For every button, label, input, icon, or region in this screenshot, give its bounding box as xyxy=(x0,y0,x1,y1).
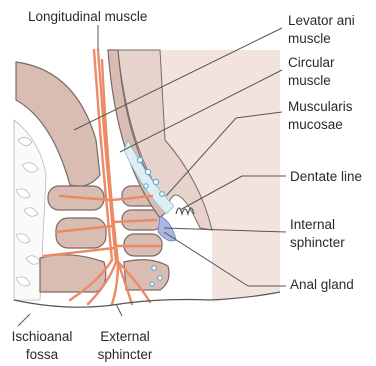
label-internal-1: Internal xyxy=(290,216,335,233)
label-circular-2: muscle xyxy=(288,72,331,89)
label-circular-1: Circular xyxy=(288,54,335,71)
label-external-2: sphincter xyxy=(86,346,164,363)
label-anal-gland: Anal gland xyxy=(290,276,354,293)
label-external-1: External xyxy=(88,328,162,345)
label-longitudinal-muscle: Longitudinal muscle xyxy=(28,8,147,25)
label-muscularis-2: mucosae xyxy=(288,116,343,133)
label-levator-ani-2: muscle xyxy=(288,30,331,47)
label-ischioanal-2: fossa xyxy=(6,346,78,363)
label-dentate-line: Dentate line xyxy=(290,168,362,185)
label-muscularis-1: Muscularis xyxy=(288,98,353,115)
label-internal-2: sphincter xyxy=(290,234,345,251)
label-ischioanal-1: Ischioanal xyxy=(6,328,78,345)
label-levator-ani-1: Levator ani xyxy=(288,12,355,29)
